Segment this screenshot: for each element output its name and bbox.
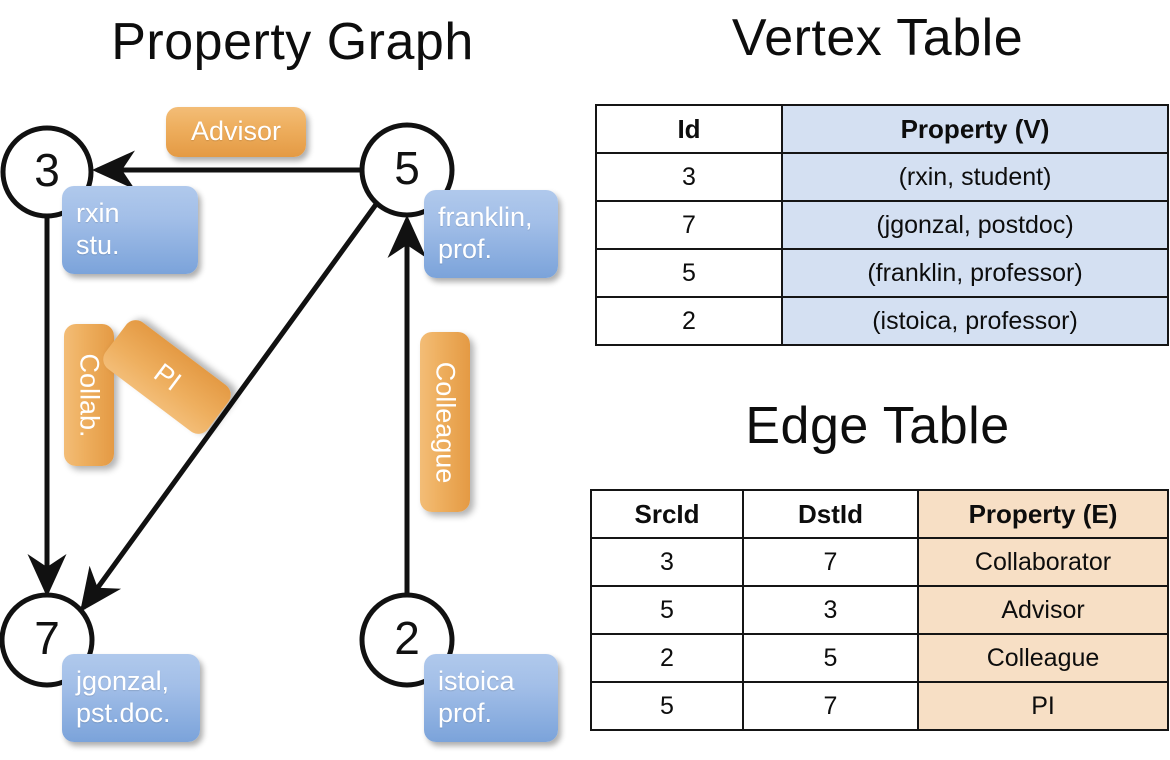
edge-cell-dstid: 7 bbox=[742, 537, 919, 587]
page-title-edge-table: Edge Table bbox=[745, 397, 1010, 455]
edge-label-box-advisor: Advisor bbox=[166, 107, 306, 157]
vertex-cell-id: 3 bbox=[595, 152, 783, 202]
node-label-7: 7 bbox=[34, 612, 60, 664]
edge-header-property: Property (E) bbox=[917, 489, 1169, 539]
vertex-cell-property: (istoica, professor) bbox=[781, 296, 1169, 346]
edge-cell-dstid: 5 bbox=[742, 633, 919, 683]
table-row: 2 5 Colleague bbox=[590, 633, 1169, 683]
node-property-line2-2: prof. bbox=[438, 698, 493, 728]
vertex-cell-property: (rxin, student) bbox=[781, 152, 1169, 202]
node-property-text-7: jgonzal, pst.doc. bbox=[62, 666, 171, 730]
edge-table: SrcId DstId Property (E) 3 7 Collaborato… bbox=[590, 489, 1169, 731]
table-row: 2 (istoica, professor) bbox=[595, 296, 1169, 346]
edge-header-dstid: DstId bbox=[742, 489, 919, 539]
node-property-box-3: rxin stu. bbox=[62, 186, 198, 274]
edge-label-text-pi: PI bbox=[148, 356, 187, 397]
table-row: 7 (jgonzal, postdoc) bbox=[595, 200, 1169, 250]
vertex-cell-id: 7 bbox=[595, 200, 783, 250]
node-property-box-7: jgonzal, pst.doc. bbox=[62, 654, 200, 742]
vertex-cell-id: 2 bbox=[595, 296, 783, 346]
edge-cell-property: PI bbox=[917, 681, 1169, 731]
edge-label-box-collab: Collab. bbox=[64, 324, 114, 466]
node-property-line1-3: rxin bbox=[76, 198, 120, 229]
table-row: 3 7 Collaborator bbox=[590, 537, 1169, 587]
vertex-cell-property: (franklin, professor) bbox=[781, 248, 1169, 298]
edge-label-text-collab: Collab. bbox=[74, 352, 105, 438]
vertex-cell-property: (jgonzal, postdoc) bbox=[781, 200, 1169, 250]
node-label-3: 3 bbox=[34, 144, 60, 196]
page-title-property-graph: Property Graph bbox=[111, 13, 474, 71]
node-property-text-5: franklin, prof. bbox=[424, 202, 533, 266]
table-header-row: Id Property (V) bbox=[595, 104, 1169, 154]
vertex-header-property: Property (V) bbox=[781, 104, 1169, 154]
edge-cell-srcid: 5 bbox=[590, 585, 744, 635]
table-row: 5 7 PI bbox=[590, 681, 1169, 731]
node-label-2: 2 bbox=[394, 612, 420, 664]
node-property-line1-5: franklin, bbox=[438, 202, 533, 233]
edge-label-text-colleague: Colleague bbox=[430, 361, 461, 483]
edge-cell-dstid: 7 bbox=[742, 681, 919, 731]
edge-cell-srcid: 3 bbox=[590, 537, 744, 587]
vertex-table: Id Property (V) 3 (rxin, student) 7 (jgo… bbox=[595, 104, 1169, 346]
node-property-box-5: franklin, prof. bbox=[424, 190, 558, 278]
node-property-line1-2: istoica bbox=[438, 666, 515, 697]
vertex-cell-id: 5 bbox=[595, 248, 783, 298]
edge-cell-property: Colleague bbox=[917, 633, 1169, 683]
table-row: 5 3 Advisor bbox=[590, 585, 1169, 635]
edge-cell-property: Collaborator bbox=[917, 537, 1169, 587]
page-title-vertex-table: Vertex Table bbox=[731, 9, 1024, 67]
edge-header-srcid: SrcId bbox=[590, 489, 744, 539]
node-property-box-2: istoica prof. bbox=[424, 654, 558, 742]
node-label-5: 5 bbox=[394, 142, 420, 194]
node-property-line2-7: pst.doc. bbox=[76, 698, 171, 728]
edge-label-text-advisor: Advisor bbox=[190, 116, 282, 147]
edge-pi-5-to-7 bbox=[80, 201, 380, 613]
node-property-line2-3: stu. bbox=[76, 230, 120, 260]
node-property-line2-5: prof. bbox=[438, 234, 493, 264]
edge-label-box-colleague: Colleague bbox=[420, 332, 470, 512]
edge-cell-property: Advisor bbox=[917, 585, 1169, 635]
table-header-row: SrcId DstId Property (E) bbox=[590, 489, 1169, 539]
edge-cell-srcid: 5 bbox=[590, 681, 744, 731]
table-row: 3 (rxin, student) bbox=[595, 152, 1169, 202]
vertex-header-id: Id bbox=[595, 104, 783, 154]
node-property-text-2: istoica prof. bbox=[424, 666, 515, 730]
edge-cell-srcid: 2 bbox=[590, 633, 744, 683]
node-property-line1-7: jgonzal, bbox=[76, 666, 170, 697]
edge-cell-dstid: 3 bbox=[742, 585, 919, 635]
node-property-text-3: rxin stu. bbox=[62, 198, 120, 262]
table-row: 5 (franklin, professor) bbox=[595, 248, 1169, 298]
